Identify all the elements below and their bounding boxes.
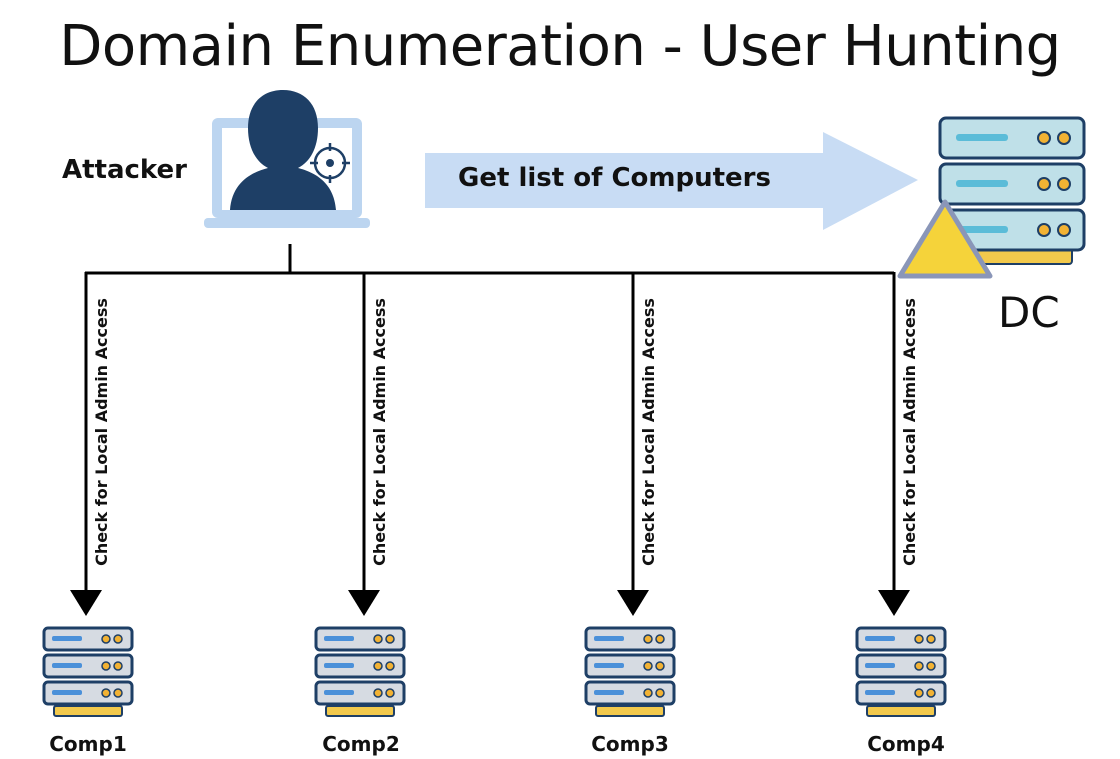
comp-label-2: Comp2 [322,732,400,756]
server-icon [857,628,945,716]
dc-label: DC [998,288,1060,337]
branch-label-3: Check for Local Admin Access [639,298,658,566]
down-arrow-2 [348,272,380,616]
get-computers-arrow [425,132,918,230]
branch-label-2: Check for Local Admin Access [370,298,389,566]
attacker-label: Attacker [62,155,187,185]
branch-label-1: Check for Local Admin Access [92,298,111,566]
dc-server-icon [938,116,1086,265]
down-arrow-4 [878,272,910,616]
server-icon [586,628,674,716]
comp-label-3: Comp3 [591,732,669,756]
down-arrow-1 [70,272,102,616]
target-icon [310,143,350,183]
connector-lines [85,244,894,275]
server-icon [44,628,132,716]
branch-label-4: Check for Local Admin Access [900,298,919,566]
get-computers-label: Get list of Computers [458,163,771,193]
page-title: Domain Enumeration - User Hunting [59,14,1061,79]
warning-icon [897,199,993,279]
comp-label-1: Comp1 [49,732,127,756]
comp-label-4: Comp4 [867,732,945,756]
server-icon [316,628,404,716]
down-arrow-3 [617,272,649,616]
